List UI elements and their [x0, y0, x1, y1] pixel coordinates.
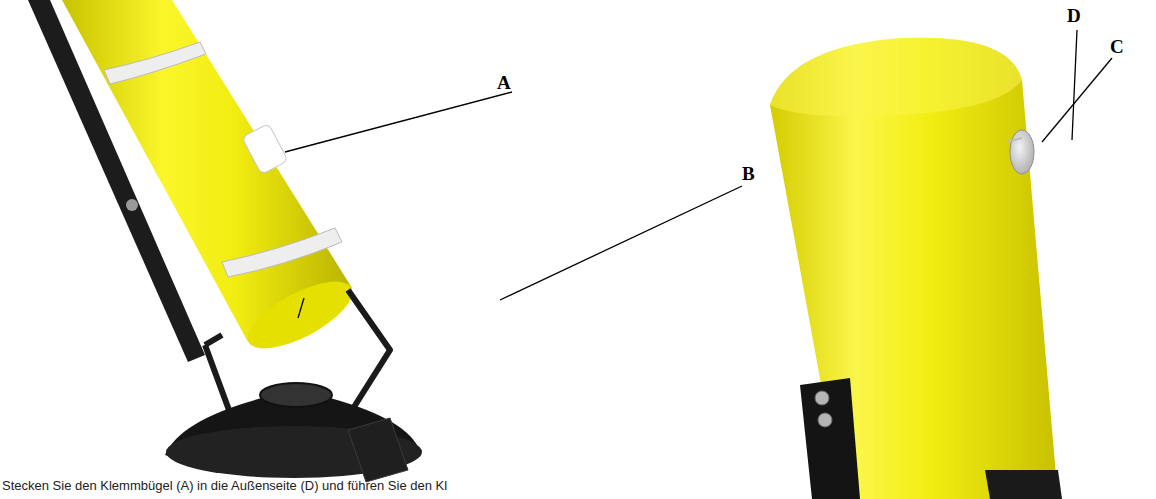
cylinder-top [770, 38, 1022, 117]
tube-end [238, 268, 361, 361]
leader-line [500, 186, 742, 300]
callout-letter: C [1110, 37, 1124, 56]
bolt [126, 199, 138, 211]
window-opening [242, 123, 288, 174]
leader-line [1072, 30, 1077, 140]
callout-letter: D [1067, 6, 1081, 25]
wire-bracket [205, 335, 222, 345]
yellow-cylinder [770, 38, 1058, 499]
strap [104, 42, 206, 84]
sensor-disc [1010, 130, 1034, 174]
leader-line [298, 298, 304, 318]
clip [348, 418, 408, 482]
leader-line [285, 92, 512, 152]
strap-black [800, 378, 860, 499]
bolt [815, 391, 829, 405]
cable [985, 470, 1062, 499]
callout-letter: B [742, 164, 755, 183]
leader-line [1042, 58, 1112, 142]
instruction-text: Stecken Sie den Klemmbügel (A) in die Au… [2, 478, 447, 494]
strap [222, 228, 342, 277]
funnel-mouth [260, 383, 332, 407]
callout-letter: A [497, 73, 511, 92]
bolt [818, 413, 832, 427]
pin [1007, 138, 1022, 142]
